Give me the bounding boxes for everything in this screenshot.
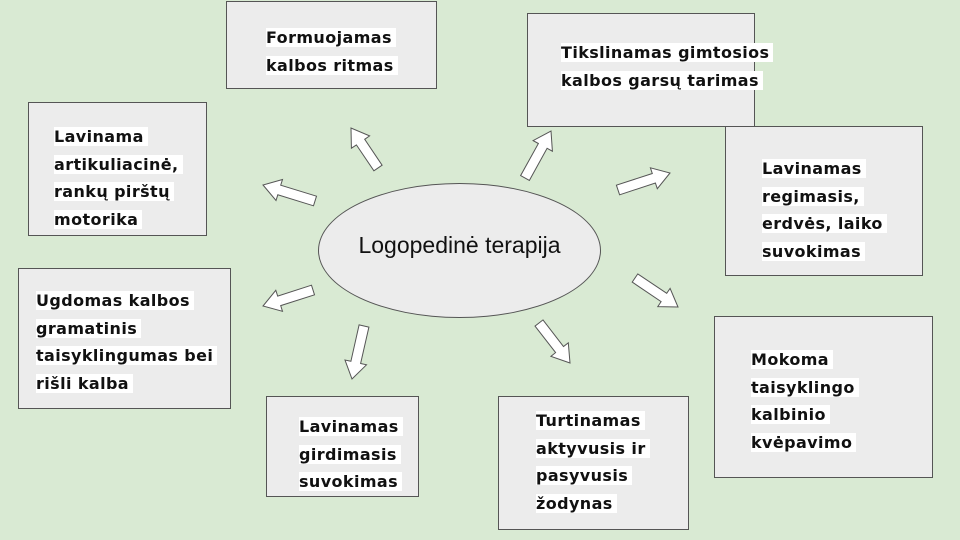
box-girdimasis-line-3: suvokimas xyxy=(299,472,403,491)
center-ellipse xyxy=(318,183,601,318)
box-mokoma: Mokoma taisyklingo kalbinio kvėpavimo xyxy=(714,316,933,478)
box-mokoma-line-4: kvėpavimo xyxy=(751,432,857,452)
box-tikslinamas-line-1: Tikslinamas gimtosios xyxy=(561,43,774,62)
arrow-to-lavinama-artikuliacine xyxy=(262,178,318,207)
box-lavinama-line-4: motorika xyxy=(54,209,143,229)
arrow-to-mokoma xyxy=(631,273,679,308)
box-regimasis-line-1: Lavinamas xyxy=(762,159,866,178)
box-formuojamas: Formuojamas kalbos ritmas xyxy=(226,1,437,89)
box-lavinamas-regimasis: Lavinamas regimasis, erdvės, laiko suvok… xyxy=(725,126,923,276)
box-lavinama-line-2: artikuliacinė, xyxy=(54,154,183,174)
box-mokoma-line-2: taisyklingo xyxy=(751,377,859,397)
box-tikslinamas-line-2: kalbos garsų tarimas xyxy=(561,70,763,90)
box-girdimasis-line-2: girdimasis xyxy=(299,444,401,464)
box-ugdomas-line-1: Ugdomas kalbos xyxy=(36,291,194,310)
box-girdimasis-line-1: Lavinamas xyxy=(299,417,403,436)
box-mokoma-line-3: kalbinio xyxy=(751,405,830,424)
box-turtinamas-line-4: žodynas xyxy=(536,493,617,513)
arrow-to-lavinamas-girdimasis xyxy=(344,324,370,380)
box-ugdomas: Ugdomas kalbos gramatinis taisyklingumas… xyxy=(18,268,231,409)
arrow-to-tikslinamas xyxy=(519,130,553,182)
box-turtinamas-line-3: pasyvusis xyxy=(536,466,633,485)
box-lavinama-line-1: Lavinama xyxy=(54,127,148,146)
arrow-to-formuojamas xyxy=(350,127,383,172)
box-ugdomas-line-3: taisyklingumas bei xyxy=(36,346,218,365)
box-lavinama-artikuliacine: Lavinama artikuliacinė, rankų pirštų mot… xyxy=(28,102,207,236)
center-label: Logopedinė terapija xyxy=(358,231,561,258)
box-turtinamas: Turtinamas aktyvusis ir pasyvusis žodyna… xyxy=(498,396,689,530)
arrow-to-ugdomas xyxy=(262,284,316,313)
box-formuojamas-line-1: Formuojamas xyxy=(266,28,396,47)
box-ugdomas-line-2: gramatinis xyxy=(36,318,142,338)
box-regimasis-line-4: suvokimas xyxy=(762,241,866,261)
box-turtinamas-line-1: Turtinamas xyxy=(536,411,645,430)
arrow-to-turtinamas xyxy=(534,319,571,364)
box-regimasis-line-3: erdvės, laiko xyxy=(762,214,887,233)
box-lavinama-line-3: rankų pirštų xyxy=(54,182,174,201)
arrow-to-lavinamas-regimasis xyxy=(615,167,671,196)
box-mokoma-line-1: Mokoma xyxy=(751,350,833,369)
box-tikslinamas: Tikslinamas gimtosios kalbos garsų tarim… xyxy=(527,13,774,127)
box-ugdomas-line-4: rišli kalba xyxy=(36,373,134,393)
box-lavinamas-girdimasis: Lavinamas girdimasis suvokimas xyxy=(266,396,419,497)
box-turtinamas-line-2: aktyvusis ir xyxy=(536,438,650,458)
box-formuojamas-line-2: kalbos ritmas xyxy=(266,55,398,75)
box-regimasis-line-2: regimasis, xyxy=(762,186,864,206)
